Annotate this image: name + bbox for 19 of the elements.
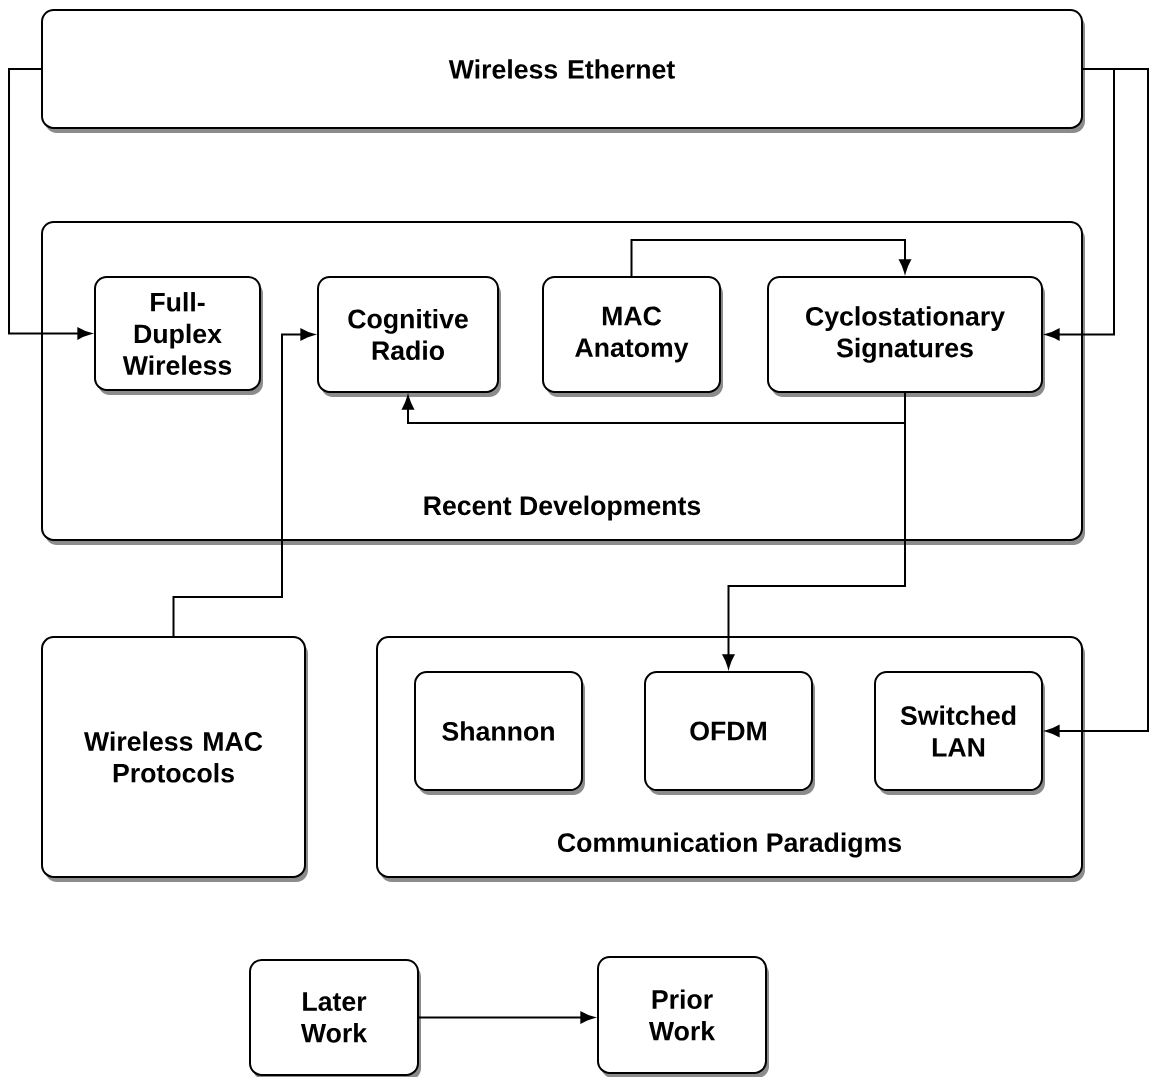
arrow: [722, 392, 906, 669]
arrow: [172, 328, 315, 637]
process-box: Switched LAN: [874, 671, 1045, 795]
arrow: [402, 392, 906, 424]
arrow: [1045, 68, 1149, 737]
process-box: Cognitive Radio: [317, 276, 501, 397]
arrow: [630, 239, 911, 277]
process-box: OFDM: [644, 671, 815, 795]
arrow: [8, 68, 92, 340]
process-box: Wireless Ethernet: [41, 9, 1085, 133]
arrow: [1045, 68, 1115, 341]
process-box: MAC Anatomy: [542, 276, 723, 397]
process-box: Full-Duplex Wireless: [94, 276, 263, 395]
process-box: Prior Work: [597, 956, 769, 1077]
process-box: Later Work: [249, 959, 421, 1077]
process-box: Shannon: [414, 671, 585, 795]
process-box: Wireless MAC Protocols: [41, 636, 308, 882]
arrow: [418, 1011, 595, 1024]
process-box: Cyclostationary Signatures: [767, 276, 1045, 397]
